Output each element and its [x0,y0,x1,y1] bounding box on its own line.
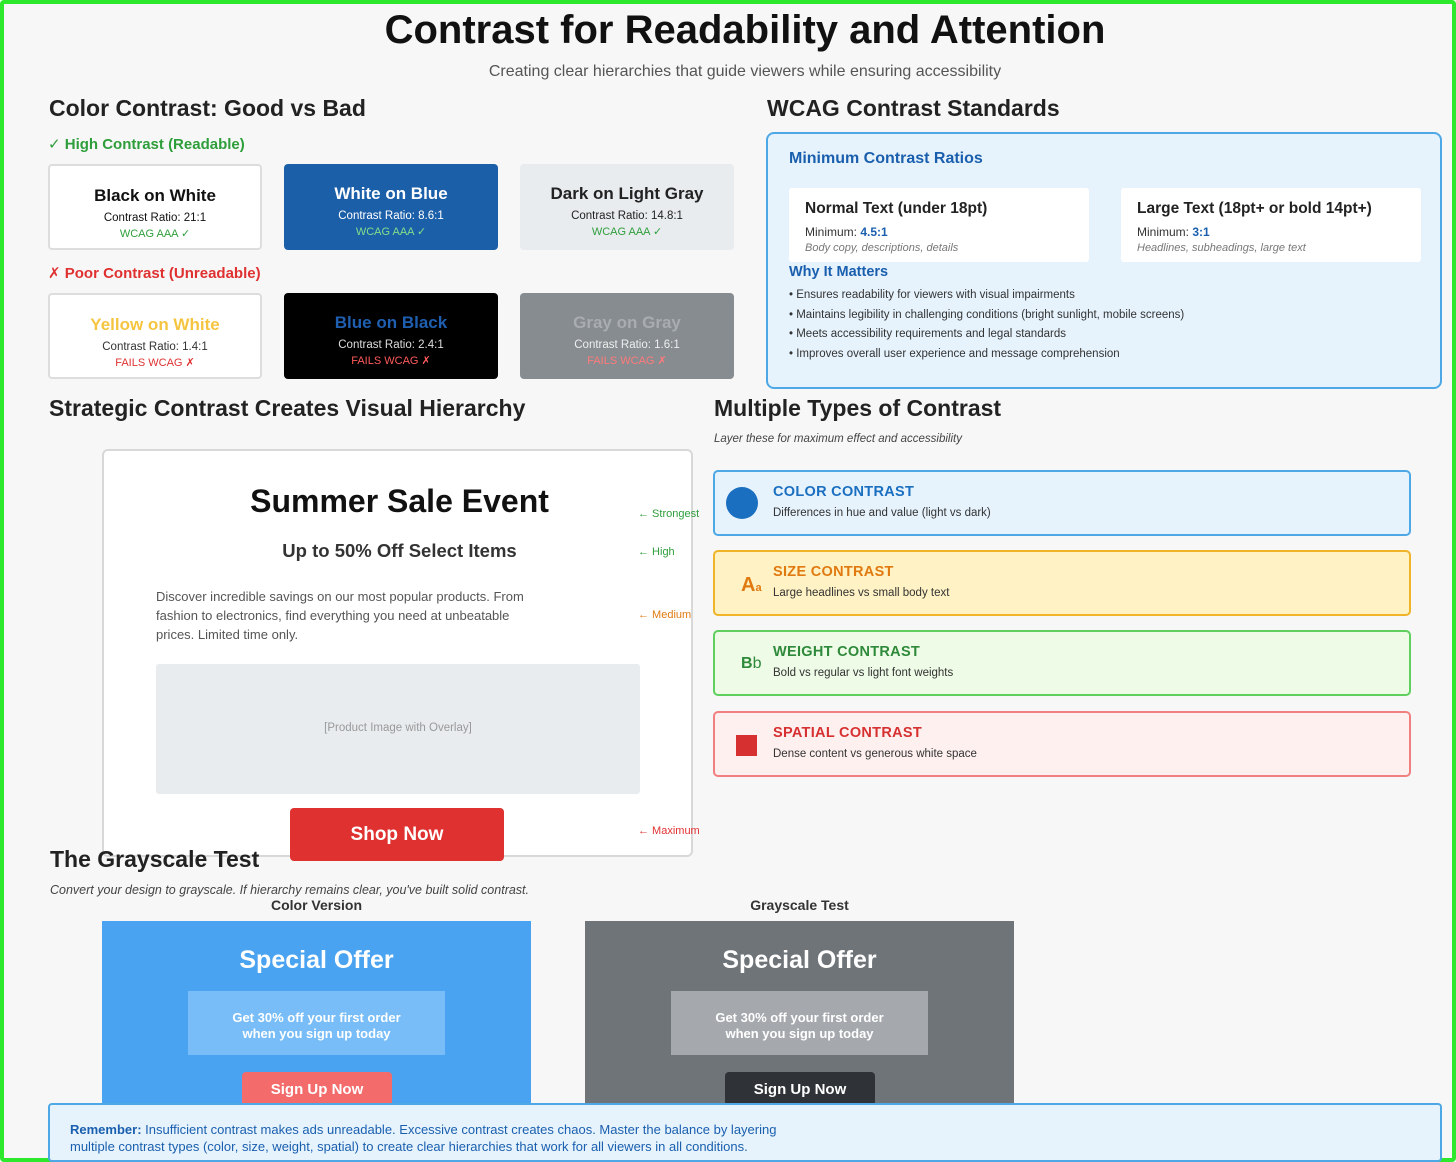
weight-contrast-item: Bb WEIGHT CONTRAST Bold vs regular vs li… [713,630,1411,696]
swatch-ratio: Contrast Ratio: 1.4:1 [102,341,208,353]
card-title: Normal Text (under 18pt) [805,200,988,217]
label-medium: ← Medium [638,609,692,621]
offer-text-box: Get 30% off your first order when you si… [671,991,928,1055]
swatch-title: Blue on Black [334,313,448,332]
offer-title: Special Offer [722,946,877,974]
size-contrast-item: Aa SIZE CONTRAST Large headlines vs smal… [713,550,1411,616]
swatch-yellow-on-white: Yellow on White Contrast Ratio: 1.4:1 FA… [48,293,262,379]
sign-up-button[interactable]: Sign Up Now [242,1072,392,1108]
swatch-ratio: Contrast Ratio: 1.6:1 [574,339,680,351]
swatch-status: FAILS WCAG ✗ [587,355,667,367]
offer-text-line: when you sign up today [725,1026,874,1041]
wcag-standards-box: Minimum Contrast Ratios Normal Text (und… [766,132,1442,389]
font-weight-icon: Bb [741,655,762,672]
swatch-gray-on-gray: Gray on Gray Contrast Ratio: 1.6:1 FAILS… [520,293,734,379]
swatch-title: Gray on Gray [573,313,681,332]
swatch-white-on-blue: White on Blue Contrast Ratio: 8.6:1 WCAG… [284,164,498,250]
offer-text-box: Get 30% off your first order when you si… [188,991,445,1055]
spatial-contrast-item: SPATIAL CONTRAST Dense content vs genero… [713,711,1411,777]
wcag-title: WCAG Contrast Standards [767,95,1060,121]
shop-now-button[interactable]: Shop Now [290,808,504,861]
large-text-card: Large Text (18pt+ or bold 14pt+) Minimum… [1121,188,1421,262]
label-maximum: ← Maximum [638,825,700,837]
offer-text-line: Get 30% off your first order [715,1010,884,1025]
swatch-status: WCAG AAA ✓ [591,226,663,238]
type-desc: Differences in hue and value (light vs d… [773,507,991,519]
swatch-blue-on-black: Blue on Black Contrast Ratio: 2.4:1 FAIL… [284,293,498,379]
types-subtitle: Layer these for maximum effect and acces… [714,433,962,445]
swatch-dark-on-light-gray: Dark on Light Gray Contrast Ratio: 14.8:… [520,164,734,250]
color-version-label: Color Version [270,897,363,913]
why-it-matters-list: • Ensures readability for viewers with v… [789,286,1184,364]
color-version-card: Special Offer Get 30% off your first ord… [102,921,531,1121]
card-minimum: Minimum: 4.5:1 [805,225,888,239]
color-contrast-item: COLOR CONTRAST Differences in hue and va… [713,470,1411,536]
ad-headline: Summer Sale Event [250,483,549,519]
card-minimum: Minimum: 3:1 [1137,225,1210,239]
remember-line: multiple contrast types (color, size, we… [70,1139,748,1154]
why-it-matters-title: Why It Matters [789,264,889,280]
list-item: • Maintains legibility in challenging co… [789,308,1185,321]
grayscale-title: The Grayscale Test [50,846,260,872]
ad-subhead: Up to 50% Off Select Items [282,540,517,561]
remember-label: Remember: [70,1122,142,1137]
types-title: Multiple Types of Contrast [714,395,1002,421]
swatch-ratio: Contrast Ratio: 21:1 [103,212,207,224]
ad-body: Discover incredible savings on our most … [156,589,524,642]
text-size-icon: Aa [741,574,762,596]
high-contrast-label: ✓ High Contrast (Readable) [48,136,245,153]
sample-ad: Summer Sale Event Up to 50% Off Select I… [102,449,693,857]
circle-icon [726,487,758,519]
type-name: SIZE CONTRAST [773,564,894,580]
card-minimum-value: 4.5:1 [860,225,888,239]
remember-note: Remember: Insufficient contrast makes ad… [48,1103,1442,1162]
color-contrast-title: Color Contrast: Good vs Bad [49,95,366,121]
poor-contrast-label: ✗ Poor Contrast (Unreadable) [48,265,261,282]
swatch-ratio: Contrast Ratio: 8.6:1 [338,210,444,222]
sign-up-button[interactable]: Sign Up Now [725,1072,875,1108]
offer-text-line: Get 30% off your first order [232,1010,401,1025]
list-item: • Meets accessibility requirements and l… [789,328,1066,341]
swatch-title: Dark on Light Gray [550,184,704,203]
swatch-ratio: Contrast Ratio: 14.8:1 [571,210,683,222]
product-image-placeholder: [Product Image with Overlay] [156,664,640,794]
type-name: SPATIAL CONTRAST [773,725,922,741]
swatch-title: White on Blue [334,184,448,203]
card-note: Body copy, descriptions, details [805,242,959,254]
type-name: WEIGHT CONTRAST [773,644,921,660]
grayscale-version-label: Grayscale Test [750,897,849,913]
swatch-ratio: Contrast Ratio: 2.4:1 [338,339,444,351]
list-item: • Improves overall user experience and m… [789,347,1120,360]
normal-text-card: Normal Text (under 18pt) Minimum: 4.5:1 … [789,188,1089,262]
remember-line: Remember: Insufficient contrast makes ad… [70,1122,777,1137]
card-minimum-value: 3:1 [1192,225,1210,239]
swatch-title: Yellow on White [90,315,220,334]
swatch-black-on-white: Black on White Contrast Ratio: 21:1 WCAG… [48,164,262,250]
card-note: Headlines, subheadings, large text [1137,242,1306,254]
swatch-status: FAILS WCAG ✗ [115,357,195,369]
swatch-status: FAILS WCAG ✗ [351,355,431,367]
type-name: COLOR CONTRAST [773,484,915,500]
swatch-status: WCAG AAA ✓ [119,228,191,240]
hierarchy-title: Strategic Contrast Creates Visual Hierar… [49,395,526,421]
wcag-box-title: Minimum Contrast Ratios [789,150,983,167]
offer-title: Special Offer [239,946,394,974]
type-desc: Bold vs regular vs light font weights [773,667,954,679]
label-high: ← High [638,546,675,558]
grayscale-version-card: Special Offer Get 30% off your first ord… [585,921,1014,1121]
card-title: Large Text (18pt+ or bold 14pt+) [1137,200,1372,217]
page-title: Contrast for Readability and Attention [384,8,1106,52]
grayscale-subtitle: Convert your design to grayscale. If hie… [50,883,529,897]
list-item: • Ensures readability for viewers with v… [789,289,1075,301]
offer-text-line: when you sign up today [242,1026,391,1041]
label-strongest: ← Strongest [638,508,700,520]
type-desc: Dense content vs generous white space [773,748,977,760]
square-icon [736,735,757,756]
swatch-title: Black on White [94,186,216,205]
page-subtitle: Creating clear hierarchies that guide vi… [488,63,1002,80]
swatch-status: WCAG AAA ✓ [355,226,427,238]
type-desc: Large headlines vs small body text [773,587,950,599]
